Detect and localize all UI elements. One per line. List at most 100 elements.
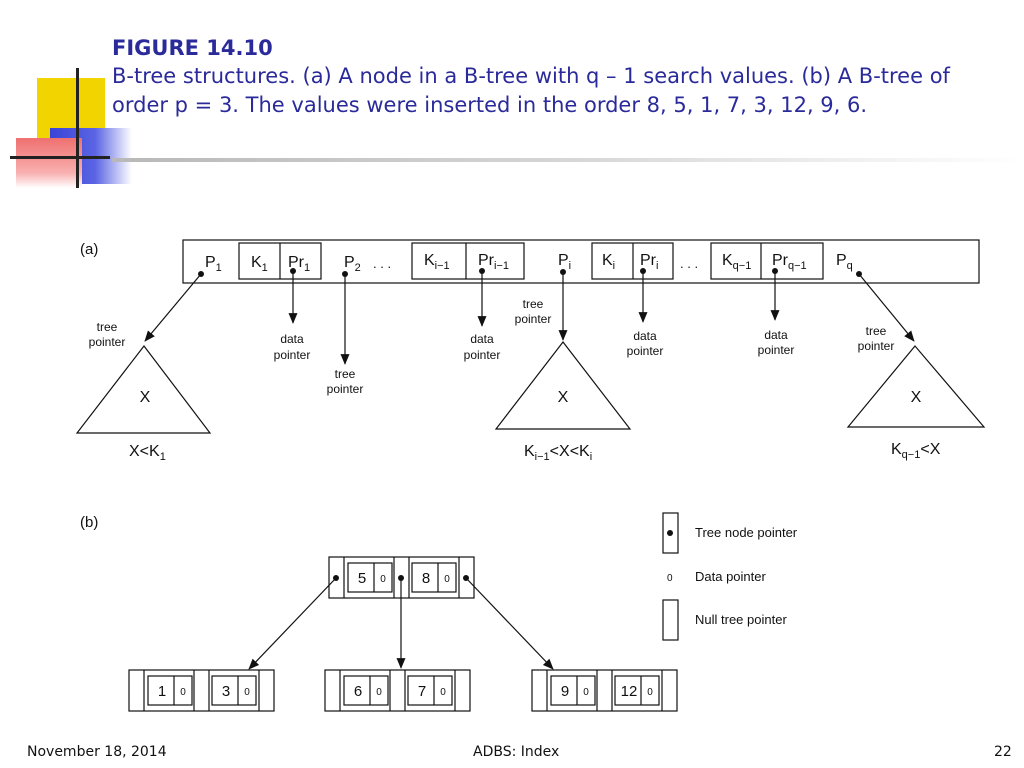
- leaf-2-key-1: 6: [354, 683, 362, 700]
- root-node-text: 5 0 8 0: [358, 570, 450, 587]
- leaf-1-box: [128, 669, 275, 712]
- leaf-2-key-box-1: [343, 675, 389, 706]
- subtree-left-x: X: [140, 389, 151, 406]
- leaf-3-key-box-1: [550, 675, 596, 706]
- leaf-2-dp-1: 0: [376, 687, 382, 698]
- leaf-1-key-1: 1: [158, 683, 166, 700]
- figure-title: FIGURE 14.10: [112, 36, 273, 60]
- label-data-pointer-pr1-l2: pointer: [274, 348, 311, 362]
- subtree-middle-x: X: [558, 389, 569, 406]
- field-p1: P1: [205, 254, 222, 274]
- root-key-box-2: [411, 562, 457, 593]
- leaf-nodes: [128, 669, 678, 712]
- root-key-box-1: [347, 562, 393, 593]
- arrow-pq: [858, 273, 915, 342]
- range-right: Kq−1<X: [891, 441, 941, 461]
- title-underline: [112, 158, 1024, 162]
- range-left: X<K1: [129, 443, 166, 463]
- label-data-pointer-pri-l2: pointer: [627, 344, 664, 358]
- subtree-right: [846, 345, 986, 428]
- footer-page-number: 22: [994, 744, 1012, 760]
- leaf-3-key-2: 12: [621, 683, 638, 700]
- label-data-pointer-prq-1-l2: pointer: [758, 343, 795, 357]
- label-tree-pointer-p1-l1: tree: [97, 320, 118, 334]
- subtree-symbols: X X X: [140, 389, 922, 406]
- subtrees: [75, 341, 986, 434]
- label-tree-pointer-p2-l2: pointer: [327, 382, 364, 396]
- leaf-1-key-box-2: [211, 675, 257, 706]
- range-middle: Ki−1<X<Ki: [524, 443, 592, 463]
- field-pq: Pq: [836, 252, 853, 272]
- arrow-to-leaf-1: [248, 577, 337, 670]
- leaf-3-key-1: 9: [561, 683, 569, 700]
- leaf-2-key-2: 7: [418, 683, 426, 700]
- arrow-p1: [144, 273, 202, 342]
- footer-center: ADBS: Index: [473, 744, 560, 760]
- ellipsis-1: . . .: [373, 256, 391, 271]
- leaf-3-box: [531, 669, 678, 712]
- leaf-1-key-2: 3: [222, 683, 230, 700]
- label-data-pointer-prq-1-l1: data: [764, 328, 788, 342]
- leaf-3-key-box-2: [614, 675, 660, 706]
- leaf-3-dp-1: 0: [583, 687, 589, 698]
- label-data-pointer-pr1-l1: data: [280, 332, 304, 346]
- legend-tree-pointer-box: [662, 512, 679, 554]
- root-child-arrows: [248, 577, 554, 670]
- label-tree-pointer-p2-l1: tree: [335, 367, 356, 381]
- leaf-3-dp-2: 0: [647, 687, 653, 698]
- field-kq-1: Kq−1: [722, 252, 751, 272]
- legend-data-pointer: Data pointer: [695, 569, 766, 584]
- title-block: FIGURE 14.10 B-tree structures. (a) A no…: [112, 34, 972, 120]
- label-tree-pointer-pi-l1: tree: [523, 297, 544, 311]
- field-p2: P2: [344, 254, 361, 274]
- leaf-1-key-box-1: [147, 675, 193, 706]
- part-b-label: (b): [80, 514, 98, 531]
- figure-caption: B-tree structures. (a) A node in a B-tre…: [112, 64, 950, 117]
- field-ki: Ki: [602, 252, 615, 272]
- subtree-left: [75, 345, 212, 434]
- arrow-to-leaf-3: [465, 577, 554, 670]
- legend: Tree node pointer 0 Data pointer Null tr…: [662, 512, 798, 641]
- root-dp-2: 0: [444, 574, 450, 585]
- pointer-arrows: [144, 271, 915, 365]
- pair-box-i: [411, 242, 525, 280]
- leaf-2-dp-2: 0: [440, 687, 446, 698]
- label-tree-pointer-pi-l2: pointer: [515, 312, 552, 326]
- label-data-pointer-pri-1-l2: pointer: [464, 348, 501, 362]
- root-dp-1: 0: [380, 574, 386, 585]
- node-record: [182, 239, 980, 284]
- leaf-2-key-box-2: [407, 675, 453, 706]
- leaf-node-text: 1 0 3 0 6 0 7 0 9 0 12 0: [158, 683, 653, 700]
- field-ki-1: Ki−1: [424, 252, 450, 272]
- label-data-pointer-pri-l1: data: [633, 329, 657, 343]
- root-key-2: 8: [422, 570, 430, 587]
- leaf-1-dp-2: 0: [244, 687, 250, 698]
- label-tree-pointer-pq-l2: pointer: [858, 339, 895, 353]
- field-k1: K1: [251, 254, 268, 274]
- part-a-label: (a): [80, 241, 98, 258]
- legend-tree-node-pointer: Tree node pointer: [695, 525, 798, 540]
- deco-red-square: [16, 138, 82, 188]
- legend-null-tree-pointer: Null tree pointer: [695, 612, 787, 627]
- deco-horizontal-rule: [10, 156, 110, 159]
- legend-data-pointer-mark: 0: [667, 573, 673, 584]
- root-key-1: 5: [358, 570, 366, 587]
- label-tree-pointer-p1-l2: pointer: [89, 335, 126, 349]
- legend-null-pointer-box: [662, 599, 679, 641]
- subtree-middle: [494, 341, 632, 430]
- leaf-2-box: [324, 669, 471, 712]
- label-data-pointer-pri-1-l1: data: [470, 332, 494, 346]
- field-pi: Pi: [558, 252, 571, 272]
- ellipsis-2: . . .: [680, 256, 698, 271]
- label-tree-pointer-pq-l1: tree: [866, 324, 887, 338]
- subtree-ranges: X<K1 Ki−1<X<Ki Kq−1<X: [129, 441, 941, 463]
- leaf-1-dp-1: 0: [180, 687, 186, 698]
- pair-box-q: [710, 242, 824, 280]
- node-outer-box: [182, 239, 980, 284]
- subtree-right-x: X: [911, 389, 922, 406]
- pointer-labels: tree pointer data pointer tree pointer d…: [89, 297, 895, 396]
- node-field-labels: P1 K1 Pr1 P2 . . . Ki−1 Pri−1 Pi Ki Pri …: [205, 252, 853, 274]
- deco-vertical-rule: [76, 68, 79, 188]
- footer-date: November 18, 2014: [27, 744, 167, 760]
